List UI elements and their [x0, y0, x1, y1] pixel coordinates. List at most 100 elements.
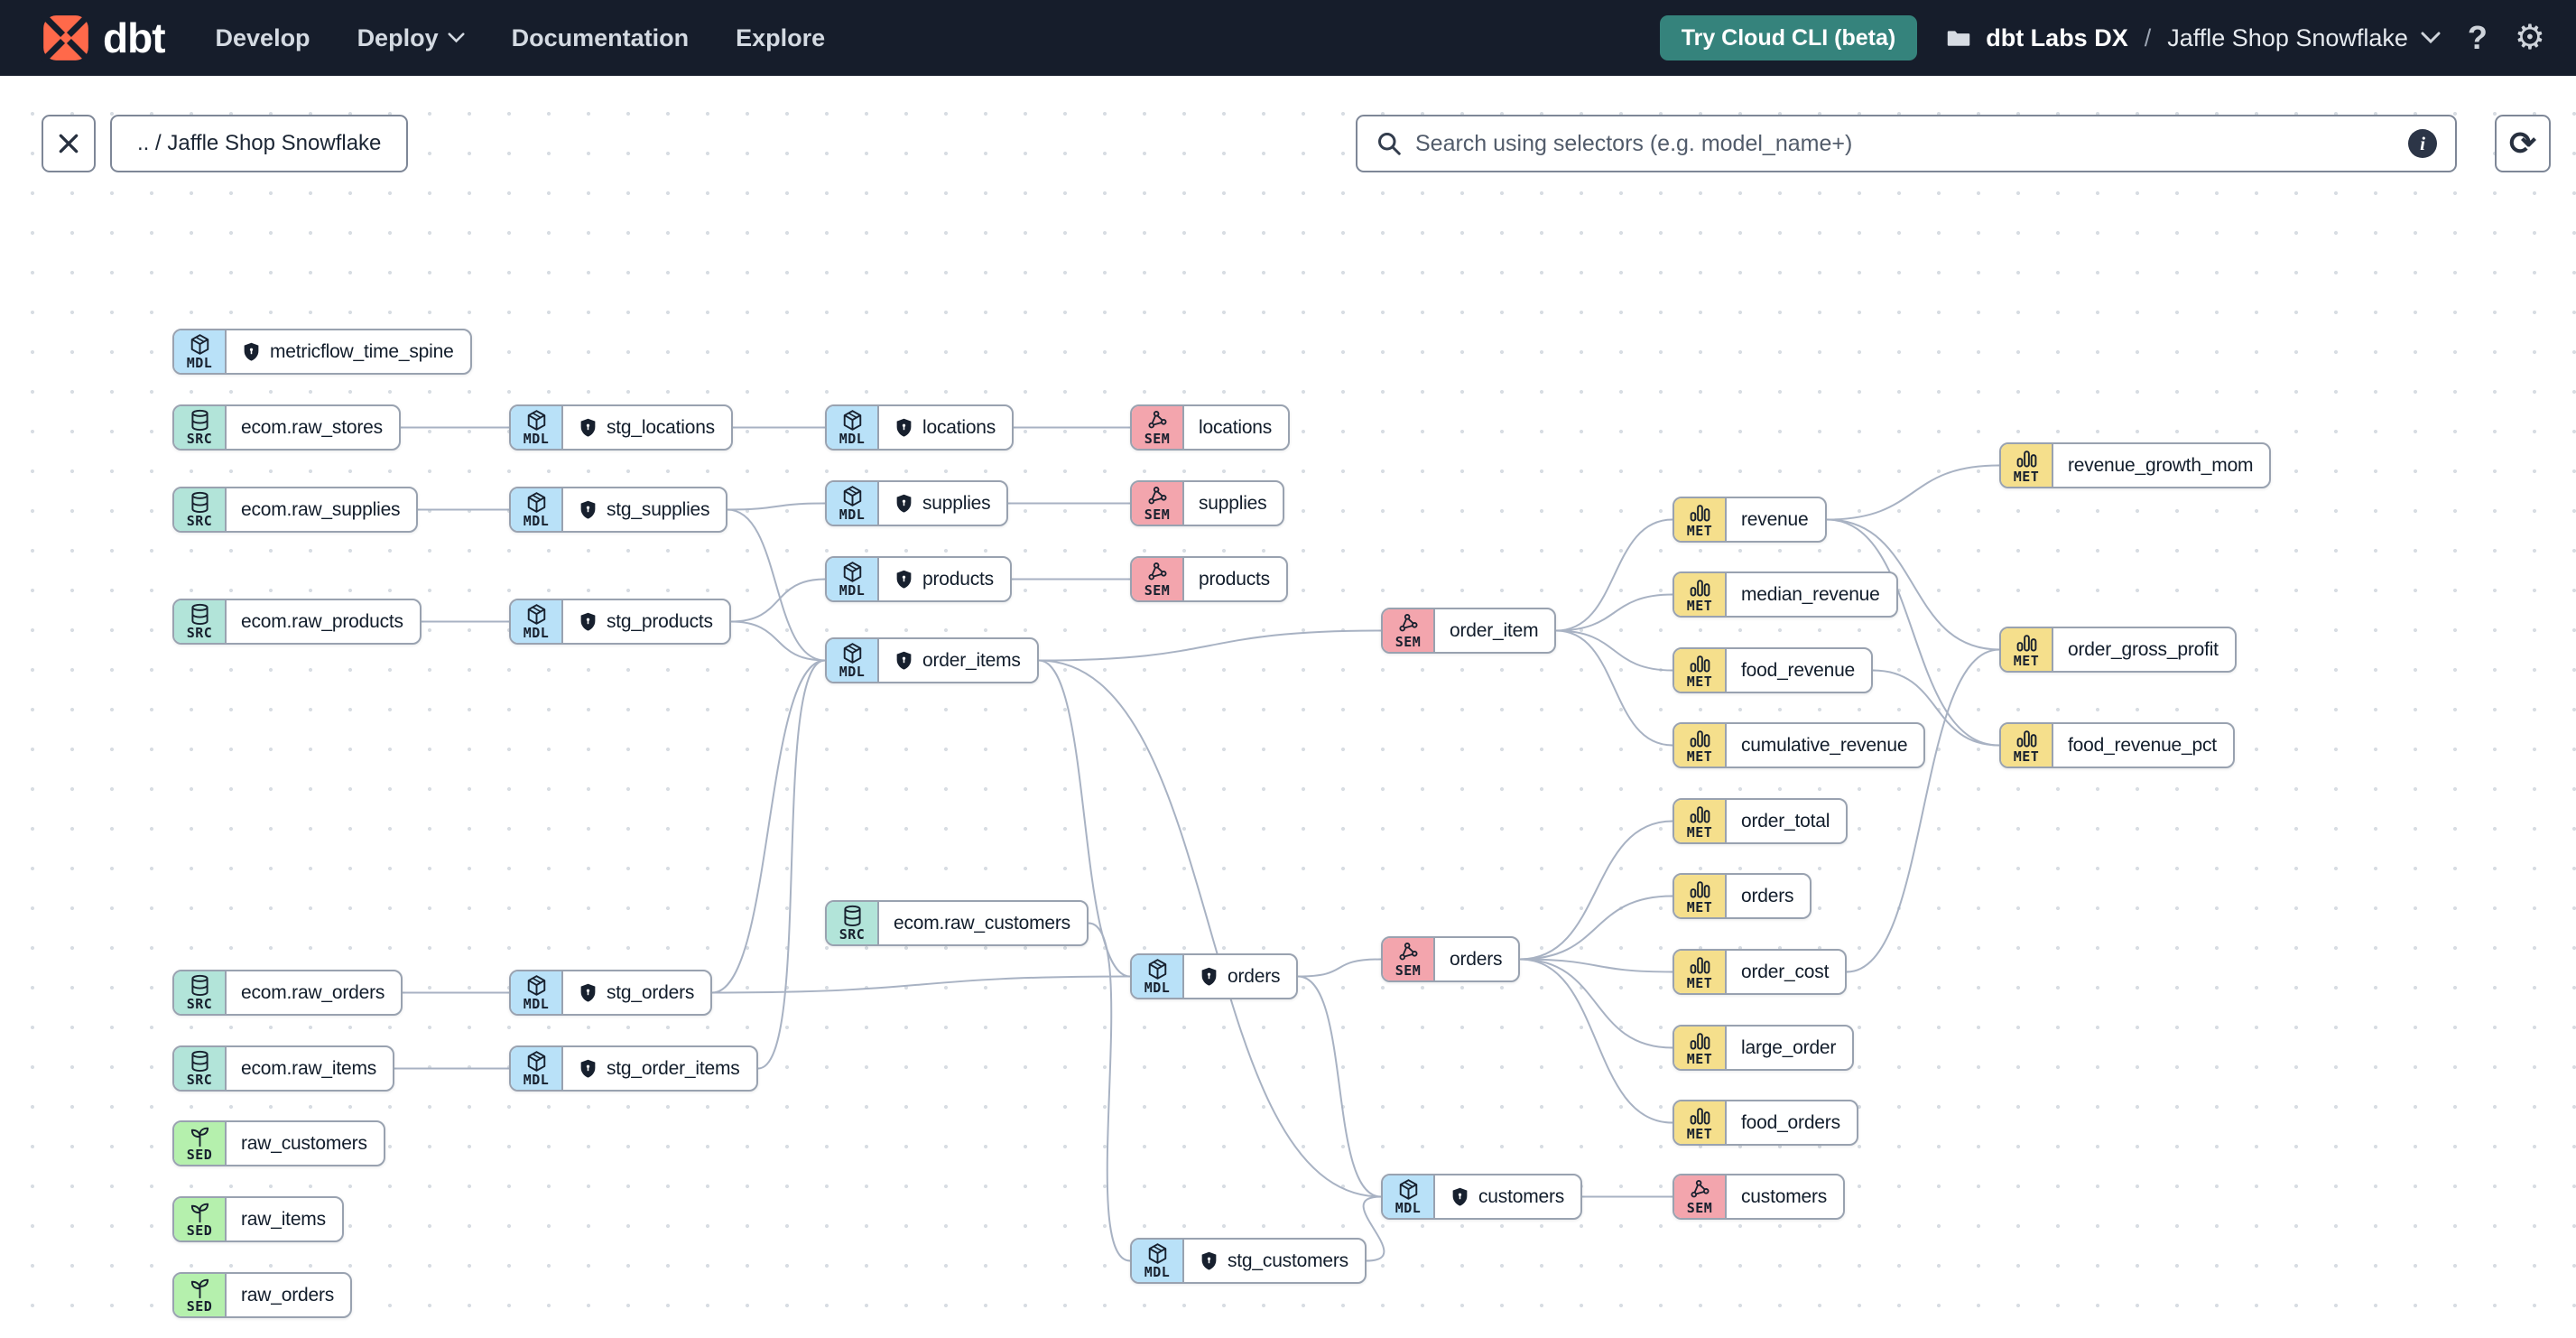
- node-body: stg_order_items: [563, 1047, 756, 1090]
- node-label: locations: [1199, 416, 1273, 438]
- node-body: order_item: [1435, 609, 1554, 652]
- node-type-label: SEM: [1686, 1200, 1713, 1217]
- node-label: stg_products: [607, 610, 713, 632]
- shield-icon: [896, 651, 912, 670]
- graph-node-met_order_gross_profit[interactable]: MET order_gross_profit: [1999, 627, 2237, 673]
- node-type-label: SRC: [839, 926, 866, 943]
- node-type-label: MDL: [523, 996, 550, 1013]
- nav-item-documentation[interactable]: Documentation: [511, 23, 690, 51]
- node-type-label: MDL: [523, 1072, 550, 1089]
- graph-node-met_median_revenue[interactable]: MET median_revenue: [1673, 571, 1898, 618]
- node-type-badge: MET: [1674, 573, 1727, 616]
- dbt-logo[interactable]: dbt: [42, 14, 166, 62]
- node-label: products: [1199, 568, 1270, 590]
- graph-node-stg_order_items[interactable]: MDL stg_order_items: [509, 1045, 758, 1092]
- main-nav: Develop Deploy Documentation Explore: [216, 24, 826, 52]
- folder-icon: [1947, 31, 1970, 46]
- node-type-badge: MDL: [174, 330, 227, 373]
- graph-node-met_food_revenue_pct[interactable]: MET food_revenue_pct: [1999, 722, 2235, 768]
- info-icon[interactable]: i: [2408, 129, 2437, 158]
- node-body: order_gross_profit: [2053, 628, 2235, 671]
- search-input[interactable]: [1415, 130, 2395, 157]
- refresh-button[interactable]: ⟳: [2495, 115, 2551, 172]
- node-body: supplies: [879, 482, 1006, 525]
- shield-icon: [580, 418, 596, 437]
- close-lineage-button[interactable]: [42, 115, 96, 172]
- metric-icon: [1690, 1108, 1710, 1125]
- edge-met_revenue-to-met_revenue_growth_mom: [1826, 464, 2000, 521]
- node-label: order_item: [1450, 619, 1539, 641]
- seed-icon: [190, 1278, 208, 1299]
- node-type-label: MET: [2013, 653, 2040, 670]
- node-label: stg_supplies: [607, 498, 710, 520]
- node-type-label: MDL: [1395, 1200, 1422, 1217]
- metric-icon: [1690, 580, 1710, 597]
- node-label: revenue_growth_mom: [2068, 454, 2254, 476]
- node-type-label: SED: [186, 1298, 213, 1315]
- nav-item-explore[interactable]: Explore: [736, 23, 826, 51]
- node-type-badge: SED: [174, 1198, 227, 1240]
- node-type-badge: MET: [1674, 1101, 1727, 1144]
- nav-item-develop[interactable]: Develop: [215, 23, 310, 51]
- nav-item-deploy[interactable]: Deploy: [357, 24, 465, 52]
- edge-order_items-to-mdl_customers: [1038, 659, 1382, 1198]
- cube-icon: [527, 975, 545, 996]
- node-type-badge: SRC: [174, 600, 227, 643]
- help-button[interactable]: ?: [2467, 19, 2488, 56]
- project-switcher[interactable]: dbt Labs DX / Jaffle Shop Snowflake: [1944, 24, 2441, 52]
- semantic-model-icon: [1147, 562, 1167, 581]
- node-type-label: MET: [2013, 748, 2040, 766]
- node-body: ecom.raw_products: [227, 600, 420, 643]
- node-type-badge: SEM: [1674, 1175, 1727, 1218]
- node-label: revenue: [1741, 508, 1809, 530]
- try-cloud-cli-button[interactable]: Try Cloud CLI (beta): [1659, 15, 1918, 60]
- cube-icon: [527, 604, 545, 625]
- node-body: food_revenue_pct: [2053, 724, 2233, 767]
- node-type-badge: MDL: [827, 482, 879, 525]
- edge-sem_order_item-to-met_cumulative_revenue: [1555, 629, 1673, 747]
- lineage-canvas[interactable]: .. / Jaffle Shop Snowflake i ⟳ MDLmetric…: [0, 76, 2576, 1338]
- node-label: order_gross_profit: [2068, 638, 2219, 660]
- semantic-model-icon: [1398, 614, 1418, 632]
- gear-icon[interactable]: ⚙: [2514, 19, 2545, 57]
- seed-icon: [190, 1127, 208, 1148]
- node-label: median_revenue: [1741, 583, 1880, 605]
- breadcrumb[interactable]: .. / Jaffle Shop Snowflake: [110, 115, 409, 172]
